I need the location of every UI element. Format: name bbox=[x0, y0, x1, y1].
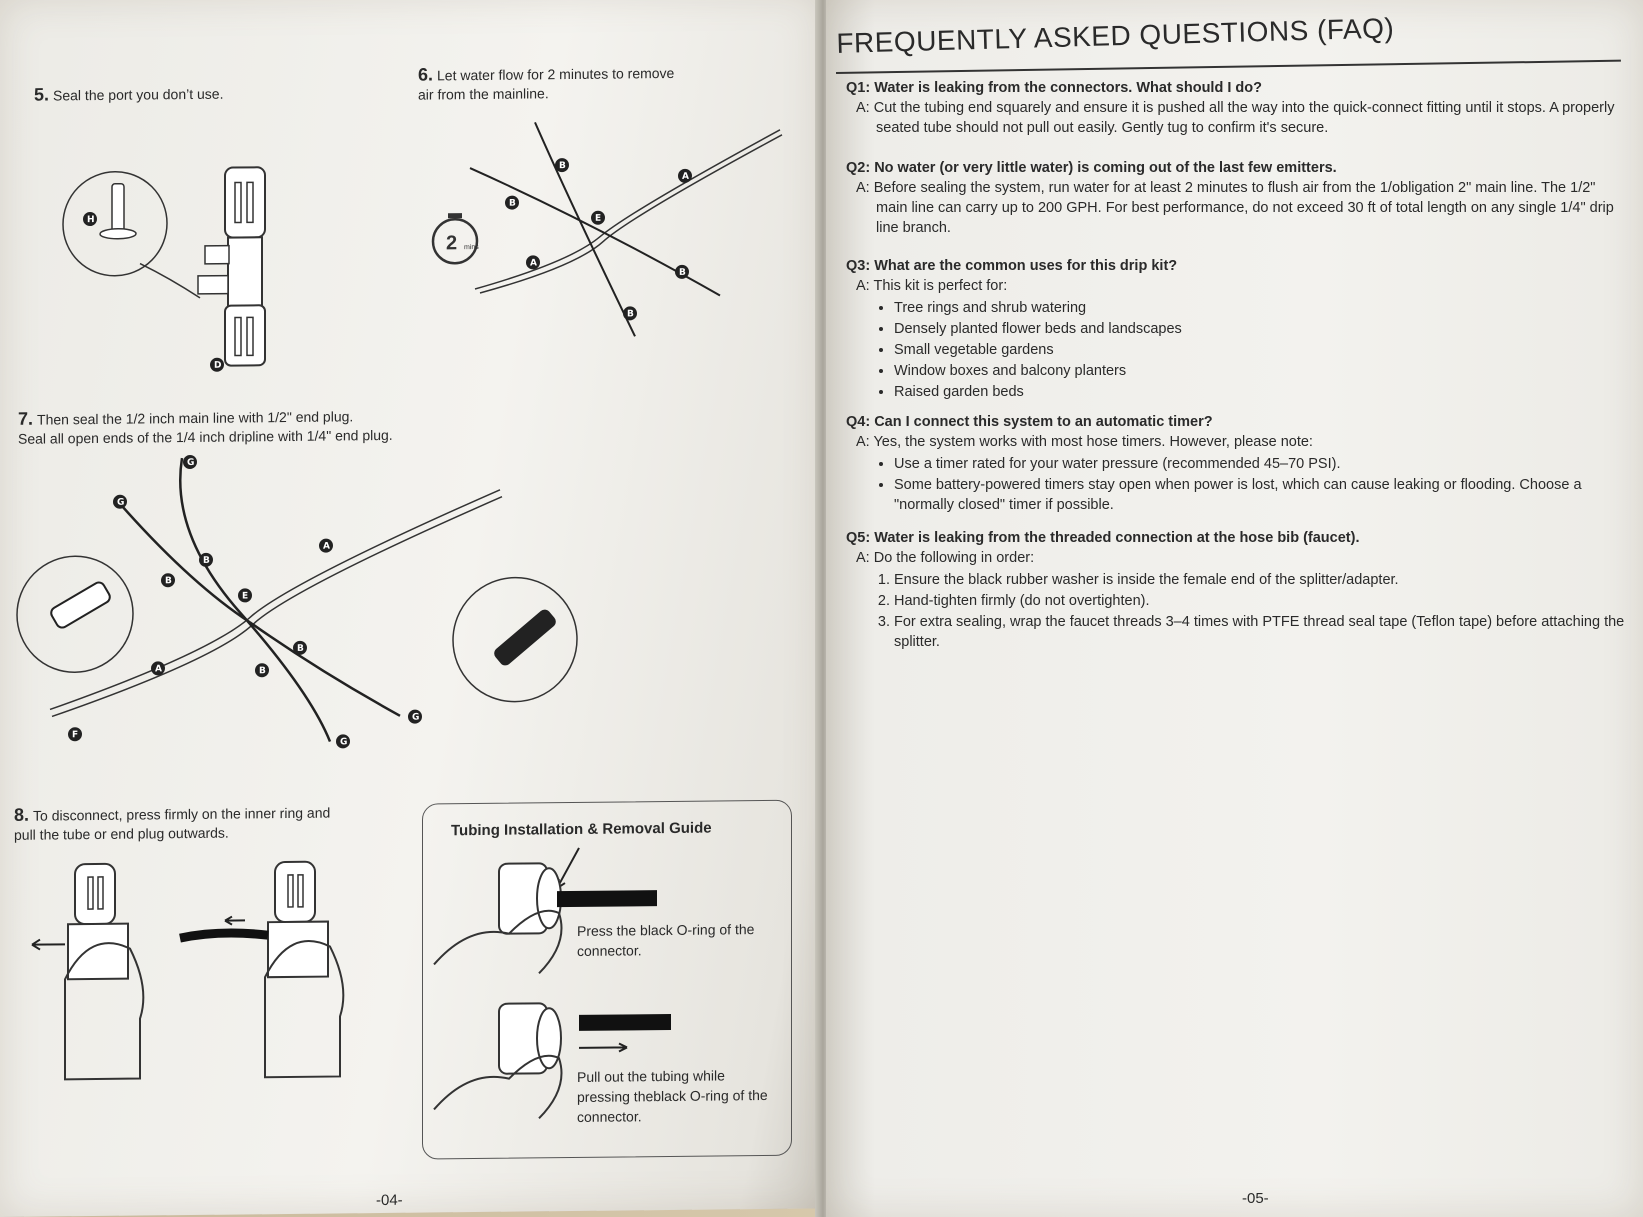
list-item: Some battery-powered timers stay open wh… bbox=[894, 475, 1626, 515]
pull-illustration bbox=[433, 1002, 671, 1120]
faq-question: Q1: Water is leaking from the connectors… bbox=[846, 80, 1262, 96]
list-item: Window boxes and balcony planters bbox=[894, 361, 1626, 381]
label-d: D bbox=[214, 361, 221, 371]
faq-answer: A: This kit is perfect for: bbox=[856, 278, 1008, 294]
faq-item-2: Q2: No water (or very little water) is c… bbox=[846, 158, 1626, 238]
list-item: Ensure the black rubber washer is inside… bbox=[894, 570, 1626, 590]
list-item: Hand-tighten firmly (do not overtighten)… bbox=[894, 591, 1626, 611]
steps-list: Ensure the black rubber washer is inside… bbox=[846, 570, 1626, 652]
step-5-text: 5.Seal the port you don’t use. bbox=[34, 84, 223, 106]
faq-answer: A: Before sealing the system, run water … bbox=[856, 180, 1614, 236]
step-description-2: air from the mainline. bbox=[418, 85, 549, 103]
label-g: G bbox=[340, 737, 347, 747]
step-8-illustration bbox=[31, 860, 345, 1081]
label-f: F bbox=[72, 730, 78, 740]
label-b: B bbox=[259, 666, 266, 676]
step-number: 5. bbox=[34, 84, 50, 105]
step-description-2: pull the tube or end plug outwards. bbox=[14, 824, 229, 843]
faq-question: Q3: What are the common uses for this dr… bbox=[846, 258, 1178, 274]
tubing-guide-box: Tubing Installation & Removal Guide Pres… bbox=[422, 799, 792, 1160]
step-number: 7. bbox=[18, 408, 34, 429]
label-b: B bbox=[297, 644, 304, 654]
faq-item-1: Q1: Water is leaking from the connectors… bbox=[846, 78, 1626, 138]
faq-question: Q5: Water is leaking from the threaded c… bbox=[846, 530, 1360, 546]
faq-question: Q2: No water (or very little water) is c… bbox=[846, 160, 1337, 176]
step-description: Then seal the 1/2 inch main line with 1/… bbox=[37, 408, 354, 428]
label-g: G bbox=[117, 498, 124, 508]
guide-pull-text: Pull out the tubing while pressing thebl… bbox=[577, 1067, 768, 1125]
label-a: A bbox=[530, 258, 537, 268]
faq-item-4: Q4: Can I connect this system to an auto… bbox=[846, 412, 1626, 516]
step-description: To disconnect, press firmly on the inner… bbox=[33, 804, 331, 824]
step-8-text: 8.To disconnect, press firmly on the inn… bbox=[14, 803, 330, 845]
left-page: 5.Seal the port you don’t use. H D 6.Let… bbox=[0, 0, 822, 1217]
label-b: B bbox=[559, 161, 566, 171]
step-description: Let water flow for 2 minutes to remove bbox=[437, 64, 675, 84]
list-item: Raised garden beds bbox=[894, 382, 1626, 402]
step-description: Seal the port you don’t use. bbox=[53, 85, 224, 104]
label-b: B bbox=[203, 556, 210, 566]
step-7-illustration: G G B B E A A B B G G F bbox=[16, 455, 578, 749]
faq-answer: A: Do the following in order: bbox=[856, 550, 1035, 566]
timer-unit: mins bbox=[464, 244, 479, 251]
page-number-right: -05- bbox=[1242, 1190, 1269, 1207]
label-h: H bbox=[87, 215, 95, 225]
list-item: Tree rings and shrub watering bbox=[894, 298, 1626, 318]
guide-press-text: Press the black O-ring of the connector. bbox=[577, 921, 755, 959]
faq-item-3: Q3: What are the common uses for this dr… bbox=[846, 256, 1626, 403]
label-a: A bbox=[155, 664, 162, 674]
guide-title: Tubing Installation & Removal Guide bbox=[451, 819, 712, 840]
step-5-illustration: H D bbox=[62, 166, 266, 372]
faq-answer: A: Cut the tubing end squarely and ensur… bbox=[856, 100, 1615, 136]
step-description-2: Seal all open ends of the 1/4 inch dripl… bbox=[18, 426, 393, 447]
label-e: E bbox=[242, 591, 248, 601]
step-7-text: 7.Then seal the 1/2 inch main line with … bbox=[18, 406, 393, 449]
step-6-illustration: 2 mins B B E A A B B bbox=[431, 121, 783, 337]
step-6-text: 6.Let water flow for 2 minutes to remove… bbox=[418, 63, 674, 105]
label-b: B bbox=[679, 268, 686, 278]
label-a: A bbox=[682, 172, 689, 182]
list-item: For extra sealing, wrap the faucet threa… bbox=[894, 612, 1626, 652]
step-number: 6. bbox=[418, 64, 434, 85]
label-b: B bbox=[165, 576, 172, 586]
step-number: 8. bbox=[14, 804, 30, 825]
list-item: Small vegetable gardens bbox=[894, 340, 1626, 360]
list-item: Use a timer rated for your water pressur… bbox=[894, 454, 1626, 474]
label-e: E bbox=[595, 214, 601, 224]
page-number-left: -04- bbox=[376, 1191, 403, 1210]
uses-list: Tree rings and shrub watering Densely pl… bbox=[846, 298, 1626, 402]
timer-value: 2 bbox=[446, 232, 457, 254]
label-g: G bbox=[187, 458, 194, 468]
right-page bbox=[826, 0, 1643, 1217]
label-a: A bbox=[323, 542, 330, 552]
press-illustration bbox=[433, 847, 657, 975]
list-item: Densely planted flower beds and landscap… bbox=[894, 319, 1626, 339]
timer-notes-list: Use a timer rated for your water pressur… bbox=[846, 454, 1626, 515]
faq-item-5: Q5: Water is leaking from the threaded c… bbox=[846, 528, 1626, 653]
faq-answer: A: Yes, the system works with most hose … bbox=[856, 434, 1313, 450]
faq-question: Q4: Can I connect this system to an auto… bbox=[846, 414, 1213, 430]
label-g: G bbox=[412, 713, 419, 723]
label-b: B bbox=[509, 199, 516, 209]
label-b: B bbox=[627, 309, 634, 319]
